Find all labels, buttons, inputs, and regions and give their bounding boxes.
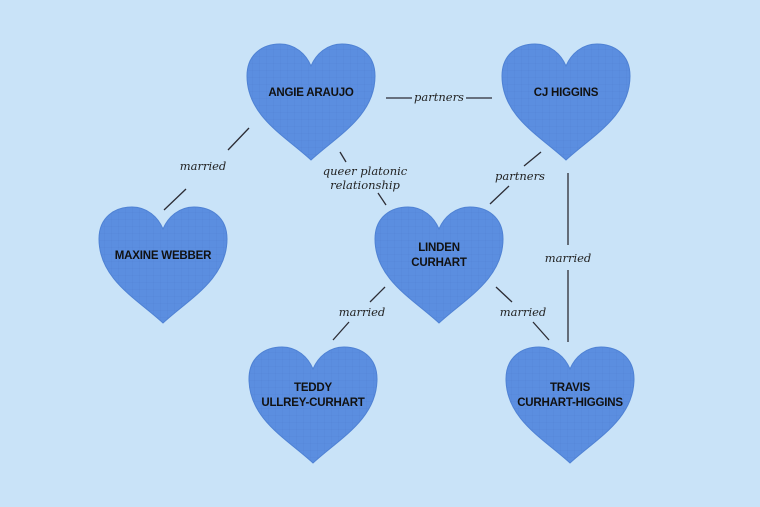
node-label-linden: LINDEN CURHART: [411, 242, 467, 269]
node-cj: CJ HIGGINS: [500, 42, 632, 162]
node-label-maxine: MAXINE WEBBER: [114, 249, 212, 262]
node-travis: TRAVIS CURHART-HIGGINS: [504, 345, 636, 465]
node-angie: ANGIE ARAUJO: [245, 42, 377, 162]
edge-label-angie-maxine: married: [179, 159, 227, 173]
node-teddy: TEDDY ULLREY-CURHART: [247, 345, 379, 465]
edge-label-linden-travis: married: [499, 305, 547, 319]
heart-icon: [501, 43, 631, 161]
node-label-angie: ANGIE ARAUJO: [268, 86, 354, 99]
edge-label-angie-linden: queer platonic relationship: [322, 164, 408, 192]
edge-label-angie-cj: partners: [414, 90, 464, 104]
edge-line-cj-linden-top: [523, 151, 542, 167]
node-label-teddy: TEDDY ULLREY-CURHART: [261, 382, 365, 409]
edge-line-angie-maxine-bottom: [163, 188, 187, 211]
edge-line-angie-linden-top: [339, 151, 347, 163]
edge-label-cj-linden: partners: [495, 169, 545, 183]
heart-icon: [248, 346, 378, 464]
edge-label-cj-travis: married: [544, 251, 592, 265]
edge-line-linden-travis-top: [495, 286, 513, 303]
edge-line-angie-maxine-top: [227, 127, 250, 151]
heart-icon: [246, 43, 376, 161]
node-linden: LINDEN CURHART: [373, 205, 505, 325]
edge-line-cj-linden-bottom: [489, 185, 510, 205]
edge-line-linden-travis-bottom: [532, 321, 550, 341]
heart-icon: [374, 206, 504, 324]
edge-line-linden-teddy-top: [369, 286, 386, 303]
node-label-cj: CJ HIGGINS: [533, 86, 599, 99]
node-maxine: MAXINE WEBBER: [97, 205, 229, 325]
heart-icon: [505, 346, 635, 464]
edge-line-angie-linden-bottom: [377, 192, 387, 206]
edge-label-linden-teddy: married: [338, 305, 386, 319]
edge-line-linden-teddy-bottom: [332, 321, 350, 341]
node-label-travis: TRAVIS CURHART-HIGGINS: [517, 382, 623, 409]
heart-icon: [98, 206, 228, 324]
